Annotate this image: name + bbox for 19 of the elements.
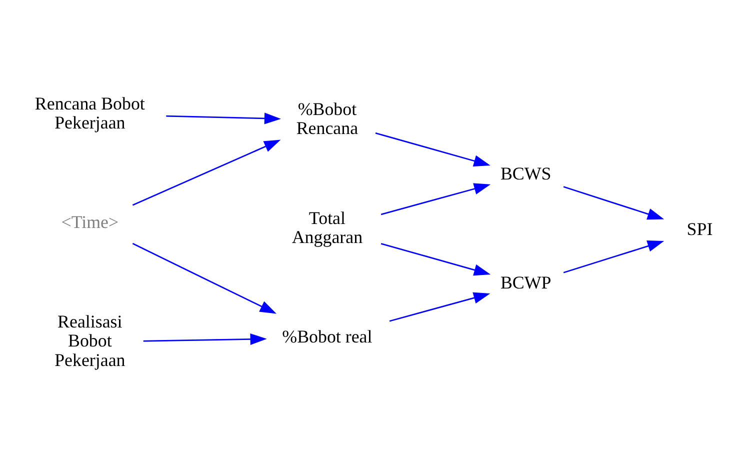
node-text: SPI bbox=[686, 218, 713, 238]
arrow bbox=[143, 332, 267, 344]
arrow bbox=[132, 242, 277, 314]
arrow bbox=[380, 242, 491, 276]
node-text: %Bobot real bbox=[282, 326, 372, 346]
node-text: <Time> bbox=[61, 212, 119, 232]
arrow bbox=[375, 132, 490, 166]
arrow bbox=[380, 182, 491, 215]
arrow bbox=[389, 292, 490, 322]
node-text: BCWS bbox=[500, 163, 552, 184]
arrow bbox=[132, 139, 281, 206]
node-text: BCWP bbox=[500, 272, 552, 292]
arrow bbox=[563, 240, 664, 273]
arrow bbox=[563, 186, 664, 220]
node-text: Rencana Bobot Pekerjaan bbox=[34, 92, 145, 132]
node-text: Total Anggaran bbox=[292, 207, 363, 247]
node-text: %Bobot Rencana bbox=[296, 98, 358, 138]
node-text: Realisasi Bobot Pekerjaan bbox=[54, 310, 126, 370]
arrow bbox=[166, 112, 281, 124]
